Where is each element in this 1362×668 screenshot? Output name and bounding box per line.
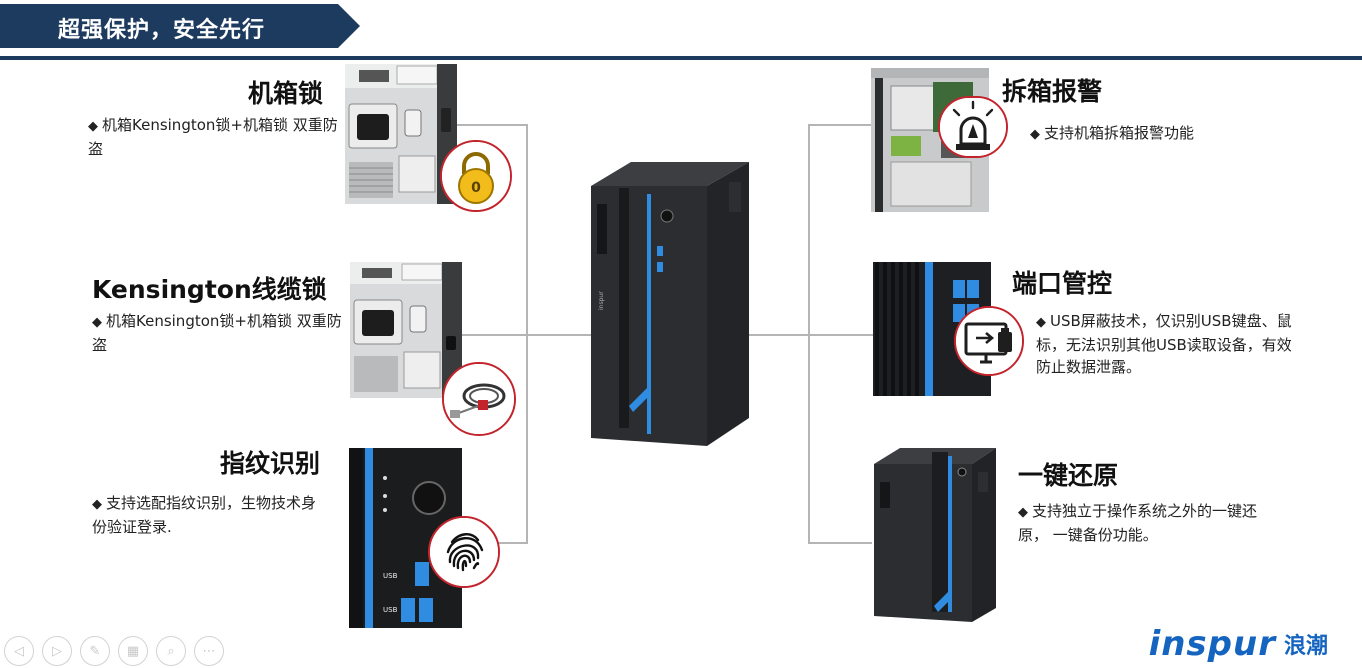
case-lock-desc: ◆机箱Kensington锁+机箱锁 双重防盗 xyxy=(88,116,338,158)
bullet-icon: ◆ xyxy=(1036,315,1046,330)
kensington-zoom xyxy=(442,362,516,436)
alarm-title: 拆箱报警 xyxy=(1002,77,1103,106)
fingerprint-title: 指纹识别 xyxy=(220,449,321,478)
grid-icon[interactable]: ▦ xyxy=(118,636,148,666)
case-lock-title: 机箱锁 xyxy=(248,79,324,108)
port-zoom xyxy=(954,306,1024,376)
svg-text:0: 0 xyxy=(471,180,481,196)
alarm-icon xyxy=(940,98,1006,156)
bullet-icon: ◆ xyxy=(1018,505,1028,520)
pen-icon[interactable]: ✎ xyxy=(80,636,110,666)
connector-alarm xyxy=(808,124,872,126)
svg-text:USB: USB xyxy=(383,572,398,580)
bullet-icon: ◆ xyxy=(92,497,102,512)
more-icon[interactable]: ⋯ xyxy=(194,636,224,666)
next-icon[interactable]: ▷ xyxy=(42,636,72,666)
connector-restore xyxy=(808,542,874,544)
svg-text:USB: USB xyxy=(383,606,398,614)
bullet-icon: ◆ xyxy=(88,119,98,134)
logo-text-cn: 浪潮 xyxy=(1283,634,1328,659)
kensington-photo xyxy=(350,262,462,398)
banner-shape xyxy=(0,4,360,48)
bullet-icon: ◆ xyxy=(1030,127,1040,142)
header-rule xyxy=(0,56,1362,60)
slide-nav: ◁ ▷ ✎ ▦ ⌕ ⋯ xyxy=(4,636,224,666)
zoom-icon[interactable]: ⌕ xyxy=(156,636,186,666)
bullet-icon: ◆ xyxy=(92,315,102,330)
brand-logo: inspur 浪潮 xyxy=(1149,624,1328,664)
fingerprint-desc: ◆支持选配指纹识别，生物技术身份验证登录. xyxy=(92,494,317,536)
header-banner: 超强保护，安全先行 xyxy=(0,4,360,48)
svg-text:inspur: inspur xyxy=(598,291,605,310)
fingerprint-zoom xyxy=(428,516,500,588)
restore-desc: ◆支持独立于操作系统之外的一键还原， 一键备份功能。 xyxy=(1018,502,1258,544)
logo-text-en: inspur xyxy=(1148,624,1276,664)
restore-title: 一键还原 xyxy=(1018,461,1119,490)
cable-lock-icon xyxy=(444,364,514,434)
usb-monitor-icon xyxy=(956,308,1022,374)
kensington-title: Kensington线缆锁 xyxy=(92,275,327,304)
prev-icon[interactable]: ◁ xyxy=(4,636,34,666)
connector-port xyxy=(808,334,874,336)
alarm-zoom xyxy=(938,96,1008,158)
product-tower: inspur xyxy=(589,158,749,448)
fingerprint-icon xyxy=(430,518,498,586)
port-desc: ◆USB屏蔽技术，仅识别USB键盘、鼠标，无法识别其他USB读取设备，有效防止数… xyxy=(1036,312,1292,376)
connector-case-lock xyxy=(456,124,528,126)
connector-product-left xyxy=(526,334,594,336)
padlock-icon: 0 xyxy=(442,142,510,210)
kensington-desc: ◆机箱Kensington锁+机箱锁 双重防盗 xyxy=(92,312,342,354)
page-title: 超强保护，安全先行 xyxy=(58,18,266,43)
restore-photo xyxy=(872,442,996,624)
case-lock-photo xyxy=(345,64,457,204)
connector-product-right xyxy=(748,334,810,336)
connector-kensington xyxy=(462,334,528,336)
port-title: 端口管控 xyxy=(1012,269,1113,298)
case-lock-zoom: 0 xyxy=(440,140,512,212)
alarm-desc: ◆支持机箱拆箱报警功能 xyxy=(1030,124,1195,142)
